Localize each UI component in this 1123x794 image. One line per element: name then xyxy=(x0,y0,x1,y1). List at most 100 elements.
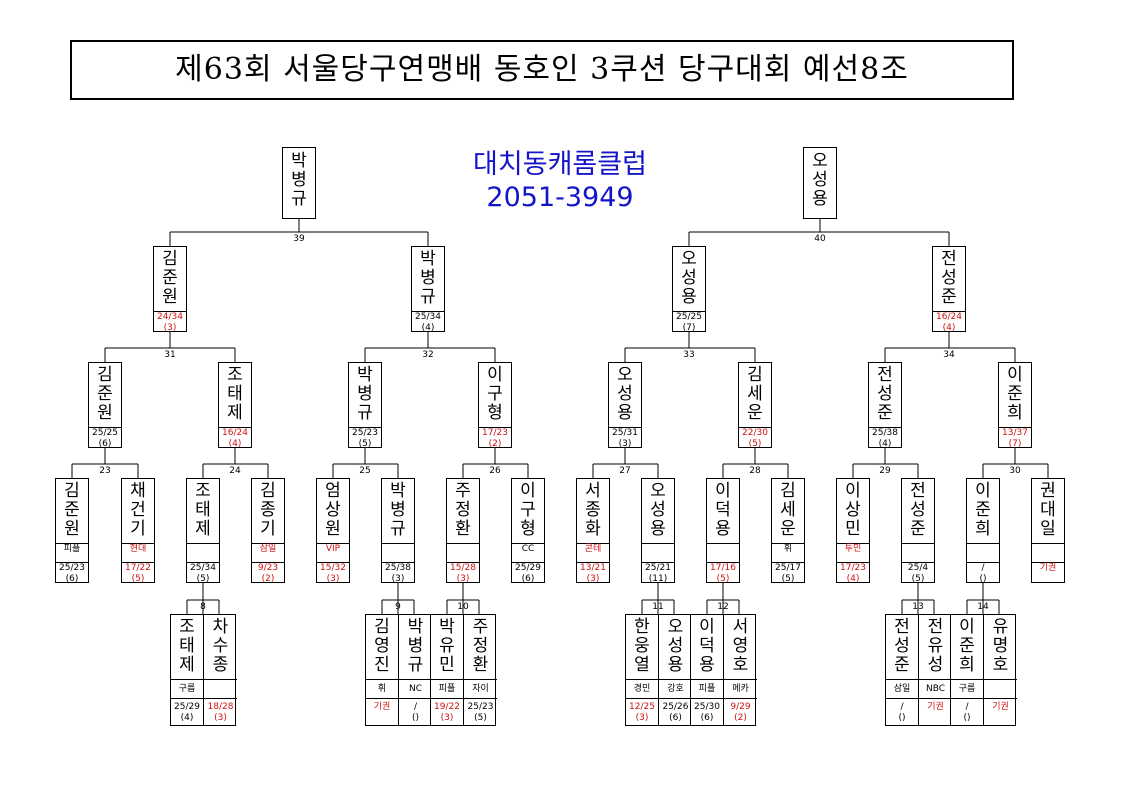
score-sub: () xyxy=(411,713,420,723)
player-name: 오성용 xyxy=(812,151,828,209)
score-cell: 13/37(7) xyxy=(999,427,1031,450)
club-cell: 휘 xyxy=(366,679,398,699)
match-number: 31 xyxy=(164,350,176,360)
score-text: / xyxy=(965,702,969,712)
score-cell-score: 25/38 xyxy=(872,428,898,438)
score-cell-score: 17/23 xyxy=(482,428,508,438)
club-cell-club: VIP xyxy=(325,544,341,554)
club-cell: 메카 xyxy=(724,679,757,699)
score-sub: (3) xyxy=(440,713,454,723)
score-cell-sub: (3) xyxy=(456,574,470,584)
score-cell-sub: (7) xyxy=(1008,439,1022,449)
player-box[interactable]: 이준희/() xyxy=(966,478,1000,585)
score-cell-sub: (5) xyxy=(781,574,795,584)
player-name: 김종기 xyxy=(260,481,276,539)
club-text: 자이 xyxy=(472,684,489,694)
score-sub: () xyxy=(898,713,906,723)
player-name: 오성용 xyxy=(667,617,684,675)
score-cell: /() xyxy=(967,562,999,585)
match-number: 39 xyxy=(293,234,305,244)
club-cell-club: 투민 xyxy=(844,544,862,554)
player-name: 전유성 xyxy=(927,617,944,675)
score-cell: 19/22(3) xyxy=(431,698,463,726)
match-number: 8 xyxy=(200,602,206,612)
score-cell-sub: (5) xyxy=(748,439,762,449)
player-name: 조태제 xyxy=(195,481,211,539)
club-cell: NBC xyxy=(919,679,952,699)
player-name: 이구형 xyxy=(487,365,503,423)
score-cell-score: 16/24 xyxy=(222,428,248,438)
club-cell: 현대 xyxy=(122,543,154,563)
score-cell: 13/21(3) xyxy=(577,562,609,585)
score-text: 12/25 xyxy=(629,702,655,712)
score-cell-score: 17/16 xyxy=(710,563,736,573)
finalist-box[interactable]: 오성용 xyxy=(803,147,837,219)
score-cell: 기권 xyxy=(919,698,952,726)
score-sub: (3) xyxy=(635,713,649,723)
player-name: 이구형 xyxy=(520,481,536,539)
club-cell: 삼일 xyxy=(886,679,918,699)
match-number: 30 xyxy=(1009,466,1021,476)
player-name: 박병규 xyxy=(390,481,406,539)
score-cell-score: 기권 xyxy=(1039,563,1057,573)
score-cell: 17/22(5) xyxy=(122,562,154,585)
score-cell-score: 17/23 xyxy=(840,563,866,573)
player-box[interactable]: 이구형 17/23(2) xyxy=(478,362,512,450)
score-text: 25/23 xyxy=(467,702,494,712)
player-name: 이상민 xyxy=(845,481,861,539)
score-cell-sub: () xyxy=(979,574,987,584)
score-cell: 25/25(6) xyxy=(89,427,121,450)
score-cell: 17/23(2) xyxy=(479,427,511,450)
club-cell: 강호 xyxy=(659,679,692,699)
score-cell-score: 25/17 xyxy=(775,563,801,573)
score-cell-sub: (2) xyxy=(488,439,502,449)
finalist-box[interactable]: 박병규 xyxy=(282,147,316,219)
score-cell-sub: (11) xyxy=(648,574,668,584)
club-cell xyxy=(902,543,934,563)
player-name: 이덕용 xyxy=(715,481,731,539)
player-name: 차수종 xyxy=(212,617,229,675)
club-cell: 피플 xyxy=(56,543,88,563)
player-name: 채건기 xyxy=(130,481,146,539)
score-cell-sub: (4) xyxy=(878,439,892,449)
player-name: 조태제 xyxy=(227,365,243,423)
score-cell: 17/23(4) xyxy=(837,562,869,585)
score-text: 18/28 xyxy=(207,702,234,712)
